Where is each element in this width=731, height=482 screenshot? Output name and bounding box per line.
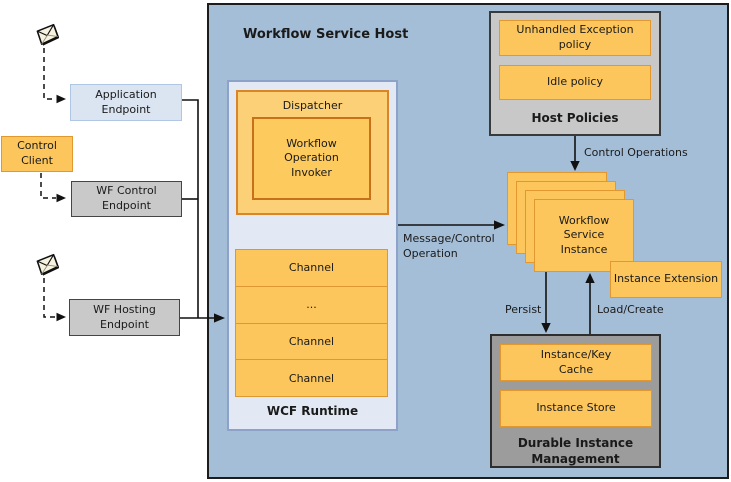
control-client-label: Control Client xyxy=(17,139,57,167)
wf-hosting-endpoint-box: WF Hosting Endpoint xyxy=(69,299,180,336)
channel-label: Channel xyxy=(288,334,335,348)
persist-label: Persist xyxy=(505,303,542,316)
unhandled-exception-policy-label: Unhandled Exception policy xyxy=(516,23,634,51)
unhandled-exception-policy-box: Unhandled Exception policy xyxy=(499,20,651,56)
instance-store-label: Instance Store xyxy=(536,401,616,415)
message-control-operation-label: Message/Control Operation xyxy=(403,232,495,260)
instance-store-box: Instance Store xyxy=(500,390,652,427)
arrowhead xyxy=(56,94,66,104)
envelope-to-application-dashed xyxy=(43,48,56,100)
application-endpoint-connector xyxy=(182,99,199,318)
workflow-service-instance-box: Workflow Service Instance xyxy=(534,199,634,272)
workflow-service-instance-label: Workflow Service Instance xyxy=(558,213,610,256)
channel-ellipsis-box: ... xyxy=(236,285,387,323)
idle-policy-label: Idle policy xyxy=(547,75,603,89)
message-envelope-icon xyxy=(36,253,59,276)
workflow-operation-invoker-box: Workflow Operation Invoker xyxy=(252,117,371,200)
workflow-operation-invoker-label: Workflow Operation Invoker xyxy=(284,136,339,179)
instance-key-cache-label: Instance/Key Cache xyxy=(540,347,612,376)
channel-box: Channel xyxy=(236,250,387,286)
wf-control-endpoint-label: WF Control Endpoint xyxy=(96,184,157,212)
control-operations-label: Control Operations xyxy=(584,146,688,159)
arrowhead xyxy=(56,312,66,322)
channel-ellipsis-label: ... xyxy=(306,298,317,312)
channel-label: Channel xyxy=(288,261,335,275)
channel-stack: Channel ... Channel Channel xyxy=(235,249,388,397)
instance-extension-box: Instance Extension xyxy=(610,261,722,298)
control-client-dashed xyxy=(40,173,56,199)
wf-control-endpoint-box: WF Control Endpoint xyxy=(71,181,182,217)
channel-label: Channel xyxy=(288,371,335,385)
wcf-runtime-label: WCF Runtime xyxy=(266,404,359,418)
diagram-title: Workflow Service Host xyxy=(243,27,409,42)
application-endpoint-box: Application Endpoint xyxy=(70,84,182,121)
arrowhead xyxy=(56,193,66,203)
envelope-to-hosting-dashed xyxy=(43,278,56,318)
control-client-box: Control Client xyxy=(1,136,73,172)
idle-policy-box: Idle policy xyxy=(499,65,651,100)
wf-hosting-endpoint-label: WF Hosting Endpoint xyxy=(93,302,156,331)
load-create-label: Load/Create xyxy=(597,303,664,316)
host-policies-label: Host Policies xyxy=(531,111,619,125)
channel-box: Channel xyxy=(236,359,387,396)
message-envelope-icon xyxy=(36,23,59,46)
instance-key-cache-box: Instance/Key Cache xyxy=(500,344,652,381)
durable-instance-management-label: Durable Instance Management xyxy=(517,436,634,466)
dispatcher-label: Dispatcher xyxy=(282,99,343,112)
instance-extension-label: Instance Extension xyxy=(613,272,719,286)
application-endpoint-label: Application Endpoint xyxy=(95,87,157,116)
channel-box: Channel xyxy=(236,322,387,360)
